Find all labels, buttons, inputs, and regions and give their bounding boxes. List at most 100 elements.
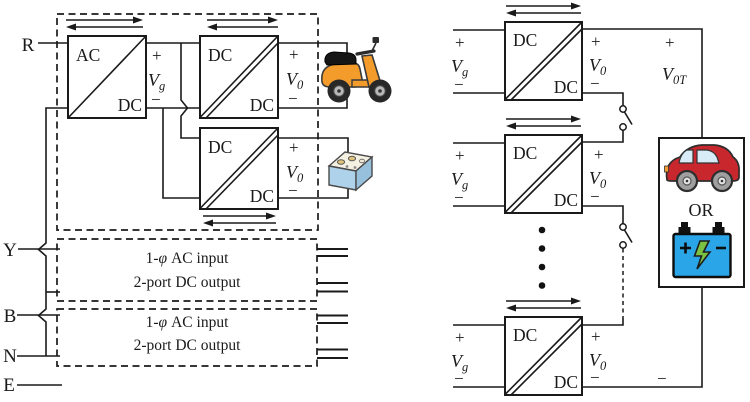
battery-plus-mark [680, 242, 691, 254]
dcdc-label-top: DC [513, 30, 537, 50]
module-3-output-ports [317, 314, 348, 359]
vg-minus: − [454, 188, 464, 207]
vg-label: Vg [148, 70, 165, 93]
vg-minus: − [454, 369, 464, 388]
phase-label-b: B [4, 306, 17, 327]
phase-label-y: Y [3, 240, 17, 261]
switch-contact [619, 223, 627, 231]
load-box: OR [658, 137, 745, 288]
v0-plus: + [289, 138, 299, 157]
dcdc2-label-bottom: DC [250, 186, 274, 206]
stack-converter-3: + Vg − DC DC + V0 − [451, 297, 607, 396]
dcdc-diagonals [504, 134, 583, 214]
dcdc-label-bottom: DC [554, 77, 578, 97]
phase-label-n: N [3, 346, 17, 367]
bidirectional-arrows-dcdc2 [203, 212, 276, 227]
vg-input-stubs [453, 324, 505, 388]
right-circuit: + Vg − DC DC + V0 − + Vg − DC [451, 2, 745, 396]
car-icon [664, 144, 740, 193]
switch-1 [582, 92, 633, 143]
dcdc2-output: + V0 − [278, 137, 349, 200]
v0t-minus: − [657, 369, 667, 388]
dcdc2-diagonals [199, 127, 279, 210]
vg-minus: − [151, 90, 161, 109]
arrow-left-icon [506, 122, 516, 130]
acdc-label-top: AC [76, 45, 100, 65]
v0-label: V0 [286, 69, 304, 92]
total-output-bus: + V0T − [582, 28, 703, 388]
vg-plus: + [455, 328, 465, 347]
switch-2 [582, 205, 633, 326]
switch-blade [623, 229, 633, 243]
v0-minus: − [288, 181, 298, 200]
arrow-left-icon [506, 9, 516, 17]
vg-plus: + [152, 46, 162, 65]
module-2-output-ports [317, 248, 348, 293]
vg-minus: − [454, 75, 464, 94]
dcdc-label-top: DC [513, 325, 537, 345]
stack-converter-2: + Vg − DC DC + V0 − [451, 115, 607, 214]
module-3-line2: 2-port DC output [134, 337, 241, 354]
bidirectional-arrows [506, 115, 581, 130]
dcdc1-label-top: DC [208, 45, 232, 65]
left-circuit: R Y B N E [3, 13, 392, 396]
acdc-converter: AC DC [67, 35, 147, 119]
v0-label: V0 [286, 162, 304, 185]
dclink-plus-drop [180, 43, 200, 139]
arrow-right-icon [133, 16, 143, 24]
arrow-right-icon [571, 297, 581, 305]
v0-label: V0 [589, 350, 607, 373]
neutral-bus-wire [37, 107, 68, 356]
continuation-dots [538, 226, 546, 289]
switch-blade [623, 111, 633, 125]
module-3-boundary [56, 308, 318, 367]
dcdc2-label-top: DC [208, 137, 232, 157]
v0-plus: + [591, 32, 601, 51]
bidirectional-arrows-dcdc1 [207, 16, 278, 31]
arrow-left-icon [506, 304, 516, 312]
phase-terminals: R Y B N E [3, 35, 68, 396]
dclink-minus-drop [162, 108, 200, 199]
vg-input-stubs [453, 142, 505, 207]
phase-label-r: R [22, 35, 35, 56]
vg-plus: + [455, 33, 465, 52]
dcdc1-label-bottom: DC [250, 95, 274, 115]
stack-converter-1: + Vg − DC DC + V0 − [451, 2, 607, 101]
phase-label-e: E [3, 375, 15, 396]
arrow-right-icon [571, 2, 581, 10]
vg-label: Vg [451, 351, 468, 374]
dcdc-diagonals [504, 316, 583, 396]
scooter-icon [320, 37, 392, 103]
arrow-right-icon [571, 115, 581, 123]
or-label: OR [688, 200, 713, 220]
arrow-left-icon [203, 219, 213, 227]
v0-label: V0 [589, 55, 607, 78]
switch-contact [619, 241, 627, 249]
v0t-plus: + [665, 33, 675, 52]
v0-minus: − [590, 187, 600, 206]
dc-link: + Vg − [146, 42, 200, 199]
v0-label: V0 [589, 168, 607, 191]
dc-port-stubs [317, 314, 348, 359]
module-1-boundary [56, 13, 319, 231]
battery-storage-icon [672, 222, 732, 279]
module-2-boundary [56, 238, 318, 302]
module-1: AC DC + Vg − DC DC [56, 13, 349, 231]
dcdc1-diagonals [199, 35, 279, 119]
battery-pack-icon [327, 151, 374, 192]
v0-plus: + [591, 327, 601, 346]
switch-contact [619, 123, 627, 131]
dcdc-label-bottom: DC [554, 190, 578, 210]
dcdc-converter-1: DC DC [199, 35, 279, 119]
dc-port-stubs [317, 248, 348, 293]
dcdc-label-bottom: DC [554, 372, 578, 392]
acdc-diagonal [67, 35, 147, 119]
v0t-plus-wire [582, 28, 703, 138]
dcdc-diagonals [504, 21, 583, 101]
vg-label: Vg [451, 169, 468, 192]
bidirectional-arrows [506, 297, 581, 312]
